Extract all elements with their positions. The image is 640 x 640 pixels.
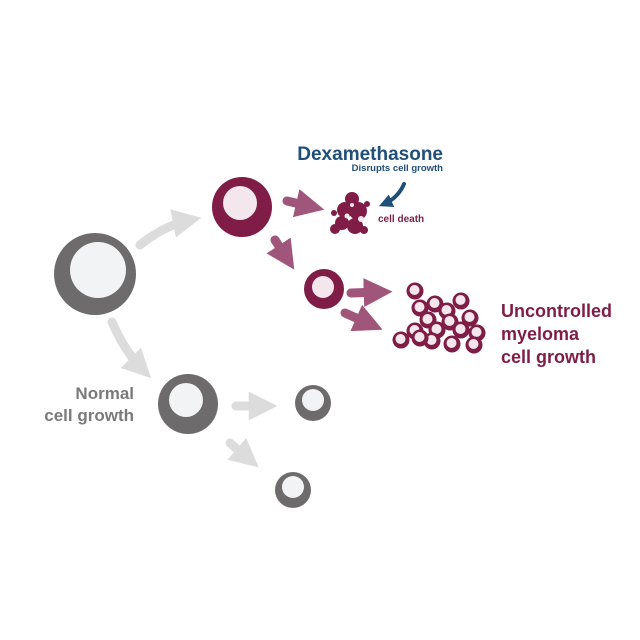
normal-label-line1: Normal [75, 384, 134, 403]
myeloma-daughter-cell [304, 269, 344, 309]
myeloma-cells [212, 177, 344, 309]
drug-effect: Disrupts cell growth [352, 163, 444, 174]
myeloma-cell [212, 177, 272, 237]
cell-death-label: cell death [378, 214, 424, 225]
myeloma-cluster-cell-nucleus [471, 327, 482, 337]
dying-cell-icon [330, 192, 370, 234]
myeloma-label-line3: cell growth [501, 347, 596, 367]
drug-name: Dexamethasone [297, 144, 443, 165]
normal-growth-arrows [107, 209, 278, 468]
myeloma-cluster-cell-nucleus [446, 338, 457, 348]
myeloma-cluster-cell-nucleus [414, 332, 425, 342]
normal-cells [54, 233, 331, 508]
myeloma-cluster-cell-nucleus [414, 302, 425, 312]
myeloma-cluster-cell-nucleus [395, 334, 406, 344]
myeloma-cluster-cell-nucleus [455, 295, 466, 305]
myeloma-cluster-cell-nucleus [444, 316, 455, 326]
myeloma-cluster-cell-nucleus [468, 339, 479, 349]
myeloma-cluster-cell-nucleus [422, 314, 433, 324]
arrow-daughter-to-cluster-top [346, 278, 393, 307]
myeloma-cluster-cell-nucleus [455, 324, 466, 334]
arrow-daughter-to-cluster-bottom [340, 304, 383, 332]
myeloma-cluster-cell-nucleus [464, 312, 475, 322]
myeloma-label-line2: myeloma [501, 324, 580, 344]
origin-cell [54, 233, 136, 315]
myeloma-cluster-cell-nucleus [429, 298, 440, 308]
arrow-myeloma-to-cell-death [282, 189, 325, 218]
arrow-origin-to-myeloma-cell [135, 209, 202, 250]
normal-daughter-cell-bottom [275, 472, 311, 508]
normal-daughter-cell-right [295, 385, 331, 421]
myeloma-cluster-cell-nucleus [431, 324, 442, 334]
myeloma-cluster-cell-nucleus [441, 305, 452, 315]
myeloma-cluster-cell-nucleus [409, 285, 420, 295]
arrow-origin-to-normal-cell [107, 317, 152, 379]
myeloma-label-line1: Uncontrolled [501, 301, 612, 321]
arrow-myeloma-to-daughter [266, 235, 295, 270]
normal-cell [158, 374, 218, 434]
myeloma-cell-cluster [392, 282, 486, 354]
arrow-normal-to-daughter-bottom [225, 437, 259, 468]
myeloma-growth-arrows [266, 189, 393, 332]
normal-label-line2: cell growth [44, 406, 134, 425]
dexamethasone-arrow [379, 182, 406, 208]
myeloma-cluster-cell-nucleus [426, 335, 437, 345]
